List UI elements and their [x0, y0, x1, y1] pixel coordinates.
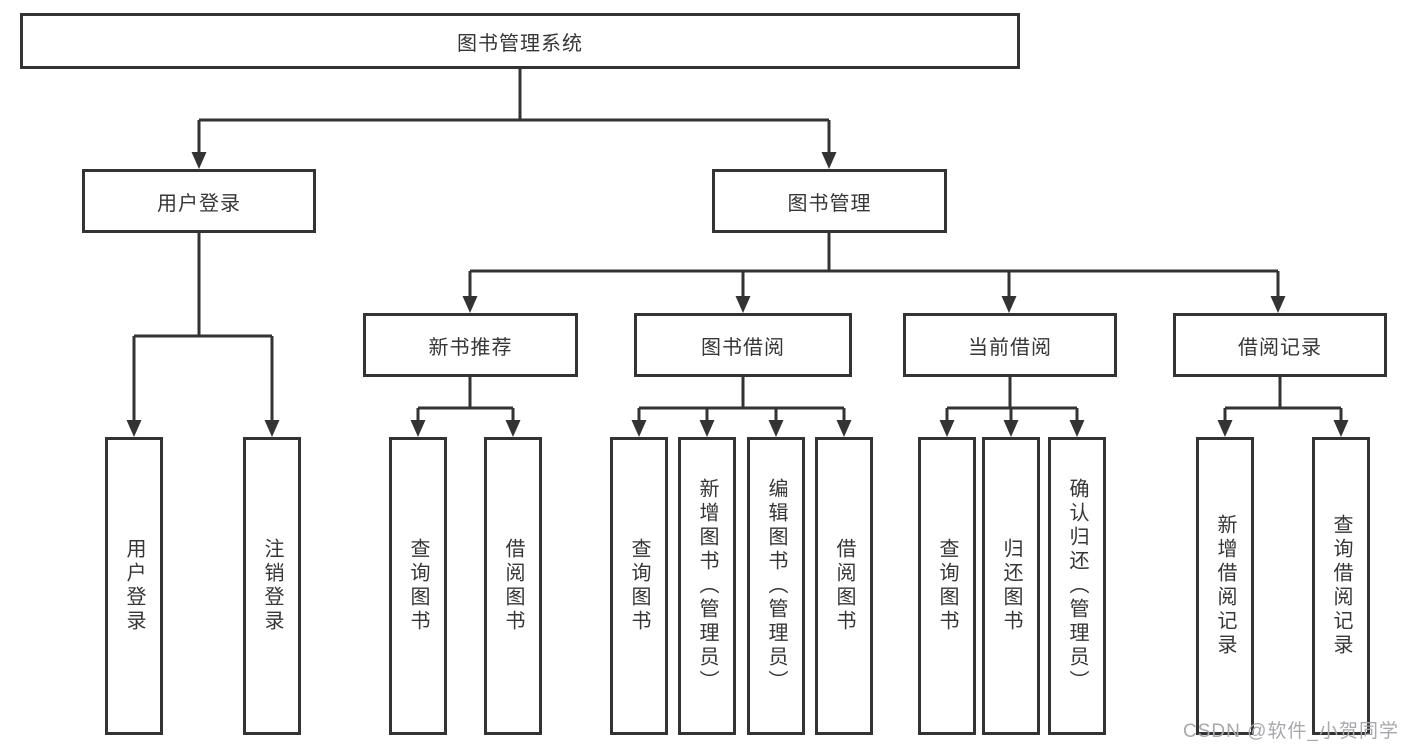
node-new-book-recommend: 新书推荐 [363, 313, 578, 377]
watermark: CSDN @软件_小贺同学 [1183, 721, 1399, 742]
leaf-return-book: 归还图书 [982, 437, 1040, 735]
leaf-add-borrow-record: 新增借阅记录 [1196, 437, 1254, 735]
node-current-borrow: 当前借阅 [903, 313, 1117, 377]
leaf-user-login: 用户登录 [105, 437, 163, 735]
leaf-query-books-borrow: 查询图书 [610, 437, 668, 735]
leaf-borrow-books: 借阅图书 [815, 437, 873, 735]
arrowhead-icons [126, 152, 1349, 437]
leaf-borrow-books-recommend: 借阅图书 [484, 437, 542, 735]
node-root: 图书管理系统 [20, 13, 1020, 69]
leaf-query-books-current: 查询图书 [918, 437, 976, 735]
leaf-edit-book-admin: 编辑图书（管理员） [747, 437, 805, 735]
leaf-confirm-return-admin: 确认归还（管理员） [1048, 437, 1106, 735]
node-book-borrow: 图书借阅 [634, 313, 852, 377]
node-borrow-records: 借阅记录 [1173, 313, 1387, 377]
leaf-query-borrow-record: 查询借阅记录 [1312, 437, 1370, 735]
node-book-management: 图书管理 [712, 169, 947, 233]
leaf-logout: 注销登录 [243, 437, 301, 735]
leaf-query-books-recommend: 查询图书 [389, 437, 447, 735]
node-user-login: 用户登录 [82, 169, 316, 233]
leaf-add-book-admin: 新增图书（管理员） [678, 437, 736, 735]
